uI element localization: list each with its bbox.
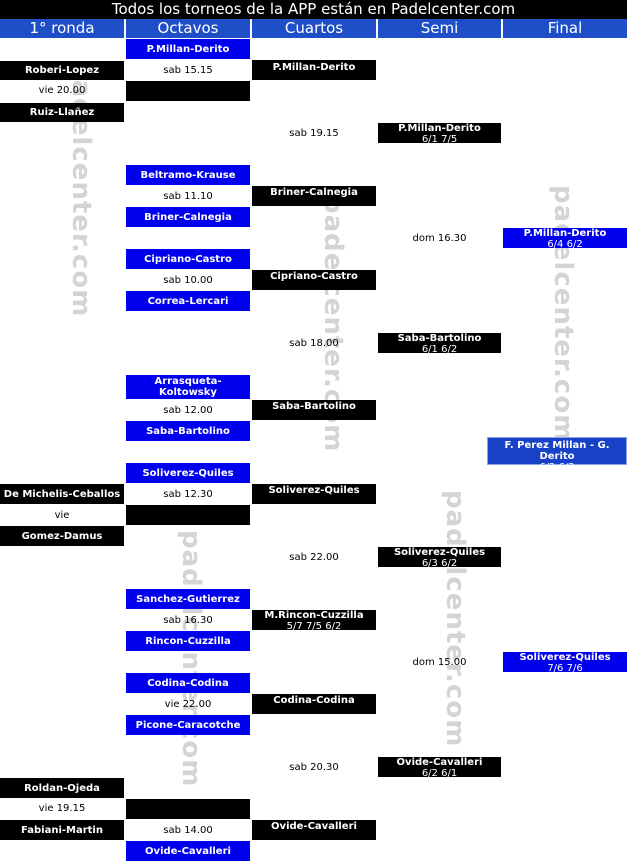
match-time: vie 22.00	[164, 699, 212, 710]
match-time: vie 20.00	[38, 85, 86, 96]
header-semi: Semi	[378, 19, 501, 38]
first-round-team: Roldan-Ojeda	[0, 778, 124, 798]
octavos-team: Beltramo-Krause	[126, 165, 250, 185]
team-name: Ovide-Cavalleri	[271, 821, 357, 832]
team-name: P.Millan-Derito	[272, 62, 356, 73]
team-name: Saba-Bartolino	[397, 333, 482, 344]
team-name: Cipriano-Castro	[270, 271, 358, 282]
match-score: 5/7 7/5 6/2	[286, 621, 342, 632]
octavos-team: Rincon-Cuzzilla	[126, 631, 250, 651]
octavos-team: Arrasqueta-Koltowsky	[126, 375, 250, 399]
team-name: Saba-Bartolino	[272, 401, 356, 412]
cuartos-winner: P.Millan-Derito	[252, 60, 376, 80]
match-score: 6/1 7/5	[421, 134, 458, 145]
octavos-team: Briner-Calnegia	[126, 207, 250, 227]
match-time: dom 16.30	[412, 233, 467, 244]
header-first-round: 1° ronda	[0, 19, 124, 38]
match-time: sab 14.00	[163, 825, 213, 836]
match-time: vie 19.15	[38, 803, 86, 814]
match-time: dom 15.00	[412, 657, 467, 668]
first-round-team: Roberi-Lopez	[0, 61, 124, 80]
first-round-team: Ruiz-Llañez	[0, 103, 124, 122]
octavos-team: Saba-Bartolino	[126, 421, 250, 441]
watermark: padelcenter.com	[548, 185, 578, 443]
octavos-team: Picone-Caracotche	[126, 715, 250, 735]
cuartos-winner: Saba-Bartolino	[252, 400, 376, 420]
champion-score: 6/2 6/2	[539, 462, 575, 473]
team-name: Soliverez-Quiles	[393, 547, 486, 558]
octavos-team: Soliverez-Quiles	[126, 463, 250, 483]
cuartos-winner: Codina-Codina	[252, 694, 376, 714]
watermark: padelcenter.com	[66, 60, 96, 318]
octavos-team-empty	[126, 799, 250, 819]
octavos-team: Cipriano-Castro	[126, 249, 250, 269]
team-name: Soliverez-Quiles	[268, 485, 360, 496]
champion-name: F. Perez Millan - G. Derito	[504, 440, 610, 462]
cuartos-winner: Soliverez-Quiles	[252, 484, 376, 504]
octavos-team-empty	[126, 505, 250, 525]
match-time: sab 20.30	[289, 762, 339, 773]
match-time: sab 10.00	[163, 275, 213, 286]
octavos-team: Correa-Lercari	[126, 291, 250, 311]
watermark: padelcenter.com	[176, 530, 206, 788]
match-score: 6/2 6/1	[421, 768, 458, 779]
cuartos-winner: Cipriano-Castro	[252, 270, 376, 290]
octavos-team-empty	[126, 81, 250, 101]
first-round-team: Gomez-Damus	[0, 526, 124, 546]
match-time: sab 22.00	[289, 552, 339, 563]
match-score: 6/4 6/2	[547, 239, 583, 250]
team-name: Codina-Codina	[273, 695, 355, 706]
match-score: 6/1 6/2	[421, 344, 458, 355]
header-octavos: Octavos	[126, 19, 250, 38]
first-round-team: Fabiani-Martin	[0, 820, 124, 840]
header-final: Final	[503, 19, 627, 38]
match-time: sab 11.10	[163, 191, 213, 202]
team-name: Briner-Calnegia	[270, 187, 358, 198]
match-time: sab 18.00	[289, 338, 339, 349]
match-time: sab 12.00	[163, 405, 213, 416]
team-name: M.Rincon-Cuzzilla	[264, 610, 364, 621]
octavos-team: P.Millan-Derito	[126, 39, 250, 59]
team-name: P.Millan-Derito	[398, 123, 481, 134]
team-name: P.Millan-Derito	[523, 228, 607, 239]
octavos-team: Sanchez-Gutierrez	[126, 589, 250, 609]
watermark: padelcenter.com	[440, 490, 470, 748]
first-round-team: De Michelis-Ceballos	[0, 484, 124, 504]
match-time: sab 12.30	[163, 489, 213, 500]
header-divider	[0, 38, 627, 39]
page-banner: Todos los torneos de la APP están en Pad…	[0, 0, 627, 19]
match-time: sab 16.30	[163, 615, 213, 626]
team-name: Soliverez-Quiles	[519, 652, 611, 663]
team-name: Ovide-Cavalleri	[396, 757, 483, 768]
octavos-team: Ovide-Cavalleri	[126, 841, 250, 861]
cuartos-winner: Briner-Calnegia	[252, 186, 376, 206]
match-time: sab 15.15	[163, 65, 213, 76]
match-time: sab 19.15	[289, 128, 339, 139]
header-cuartos: Cuartos	[252, 19, 376, 38]
octavos-team: Codina-Codina	[126, 673, 250, 693]
match-time: vie	[54, 510, 70, 521]
match-score: 6/3 6/2	[421, 558, 458, 569]
match-score: 7/6 7/6	[547, 663, 583, 674]
cuartos-winner: Ovide-Cavalleri	[252, 820, 376, 840]
